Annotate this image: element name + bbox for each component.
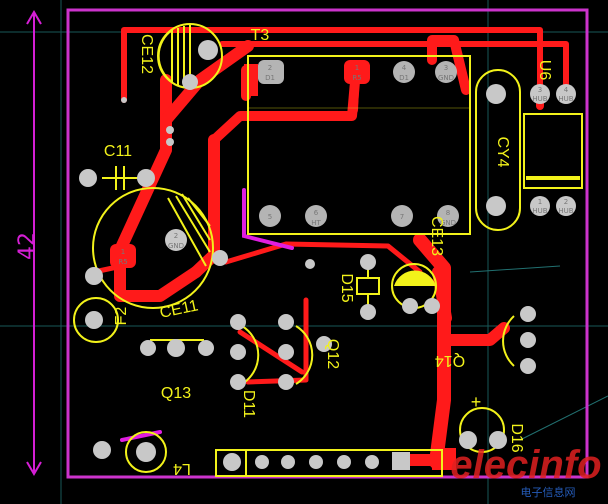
designator-t3: T3 [251, 27, 270, 44]
copper-pour [244, 64, 258, 96]
pad-number: 4 [564, 86, 569, 94]
pad-number: 4 [402, 64, 407, 72]
pad-net: GND [438, 74, 454, 82]
u6-outline [523, 113, 583, 189]
pad-number: 8 [446, 209, 450, 217]
pad-number: 1 [355, 64, 359, 72]
watermark-tagline: 电子信息网 [521, 485, 576, 499]
pad-number: 6 [314, 209, 319, 217]
designator-f2: F2 [113, 307, 130, 326]
pad-net: HUB [532, 95, 547, 103]
polarity-plus-icon: + [471, 392, 482, 412]
silkscreen-layer [73, 23, 583, 477]
pad-number: 3 [444, 64, 448, 72]
cy4-outline [475, 69, 521, 231]
pad-number: 1 [538, 198, 542, 206]
designator-ce12: CE12 [138, 34, 155, 74]
pad-net: R5 [352, 74, 361, 82]
copper-layer [91, 27, 569, 469]
watermark-brand: elecinfo [450, 443, 601, 487]
watermark: elecinfo 电子信息网 [450, 443, 601, 499]
designator-q14: Q14 [435, 352, 465, 369]
polarity-fills [157, 24, 436, 286]
pad-labels: 2 D1 1 R5 4 D1 3 GND 5 6 HT 7 8 GND 3 HU… [118, 64, 573, 266]
pad-net: HT [311, 219, 321, 227]
designator-ce13: CE13 [428, 216, 445, 256]
header-outline [215, 449, 443, 477]
pad-number: 7 [400, 213, 404, 221]
designator-cy4: CY4 [494, 136, 511, 167]
pad-net: GND [168, 242, 184, 250]
pad-net: HUB [532, 207, 547, 215]
designator-d16: D16 [508, 423, 525, 452]
t3-outline [247, 55, 471, 235]
designator-d15: D15 [338, 273, 355, 302]
pad-number: 3 [538, 86, 542, 94]
pad-number: 2 [174, 232, 178, 240]
designator-d11: D11 [240, 390, 257, 418]
copper-pour [432, 448, 456, 470]
pad-number: 2 [268, 64, 272, 72]
designator-c11: C11 [104, 143, 132, 160]
pad-number: 1 [121, 248, 125, 256]
pad-net: R5 [118, 258, 127, 266]
l4-outline [125, 431, 167, 473]
pad-net: GND [440, 219, 456, 227]
pad-net: D1 [265, 74, 275, 82]
designator-l4: L4 [173, 460, 191, 477]
designator-q13: Q13 [161, 385, 191, 402]
dimension-label: 42 [15, 232, 40, 260]
pad-number: 5 [268, 213, 272, 221]
pad-net: HUB [558, 95, 573, 103]
pad-net: HUB [558, 207, 573, 215]
dimension-marker [26, 10, 42, 476]
designator-u6: U6 [536, 60, 553, 81]
designators: CE12 T3 U6 CY4 C11 CE11 F2 Q13 D11 Q12 D… [104, 27, 553, 477]
f2-outline [73, 297, 119, 343]
d16-outline [459, 407, 505, 453]
ce11-outline [92, 187, 214, 309]
pad-number: 2 [564, 198, 568, 206]
designator-q12: Q12 [324, 339, 341, 369]
pad-net: D1 [399, 74, 409, 82]
pad-layer [79, 40, 576, 471]
